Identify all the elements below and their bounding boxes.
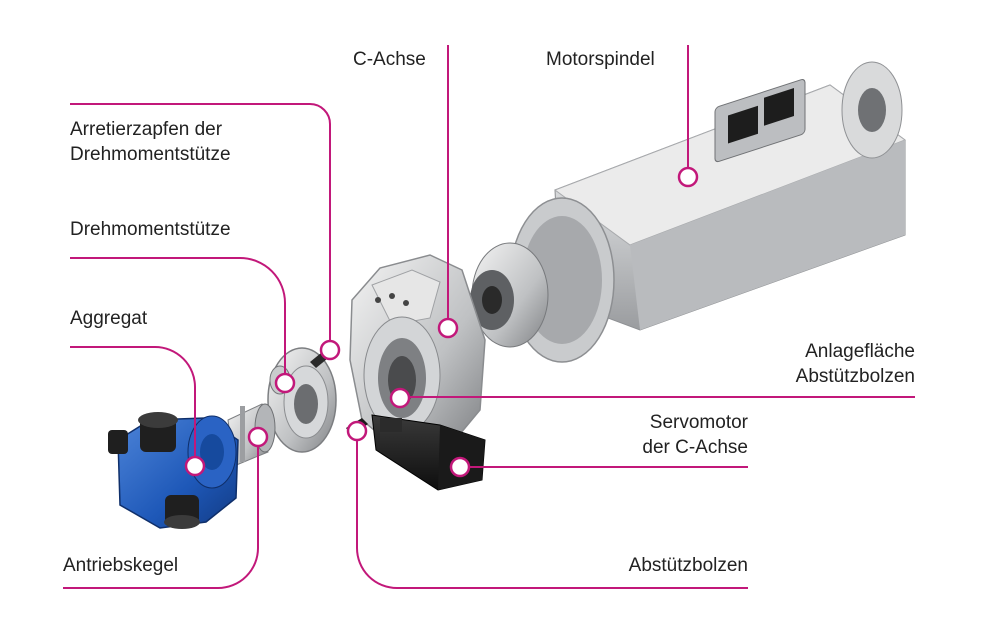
label-motorspindel: Motorspindel — [546, 49, 655, 70]
label-aggregat: Aggregat — [70, 308, 148, 329]
c-axis-housing-illustration — [349, 254, 486, 446]
label-arretierzapfen: Arretierzapfen der Drehmomentstütze — [70, 119, 231, 165]
leader-line-abstuetzbolzen — [356, 433, 748, 589]
callout-marker-aggregat — [184, 455, 206, 477]
torque-support-illustration — [267, 347, 337, 453]
leader-line-antriebskegel — [63, 437, 259, 589]
label-anlageflaeche: Anlagefläche Abstützbolzen — [795, 341, 915, 387]
leader-line-drehmomentstuetze — [70, 257, 286, 380]
callout-marker-antriebskegel — [247, 426, 269, 448]
label-c-achse: C-Achse — [353, 49, 426, 70]
callout-marker-c-achse — [437, 317, 459, 339]
label-abstuetzbolzen: Abstützbolzen — [628, 555, 748, 576]
callout-marker-arretierzapfen — [319, 339, 341, 361]
callout-marker-drehmomentstuetze — [274, 372, 296, 394]
callout-marker-abstuetzbolzen — [346, 420, 368, 442]
callout-marker-anlageflaeche — [389, 387, 411, 409]
callout-markers — [184, 166, 699, 478]
servo-motor-illustration — [371, 414, 486, 491]
leader-lines — [63, 45, 915, 589]
label-antriebskegel: Antriebskegel — [63, 555, 179, 576]
label-servomotor: Servomotor der C-Achse — [642, 412, 748, 458]
motor-spindle-illustration — [470, 61, 907, 363]
leader-line-arretierzapfen — [70, 103, 331, 346]
label-drehmomentstuetze: Drehmomentstütze — [70, 219, 231, 240]
callout-marker-motorspindel — [677, 166, 699, 188]
callout-marker-servomotor — [449, 456, 471, 478]
leader-line-aggregat — [70, 346, 196, 464]
aggregate-illustration — [108, 412, 239, 529]
